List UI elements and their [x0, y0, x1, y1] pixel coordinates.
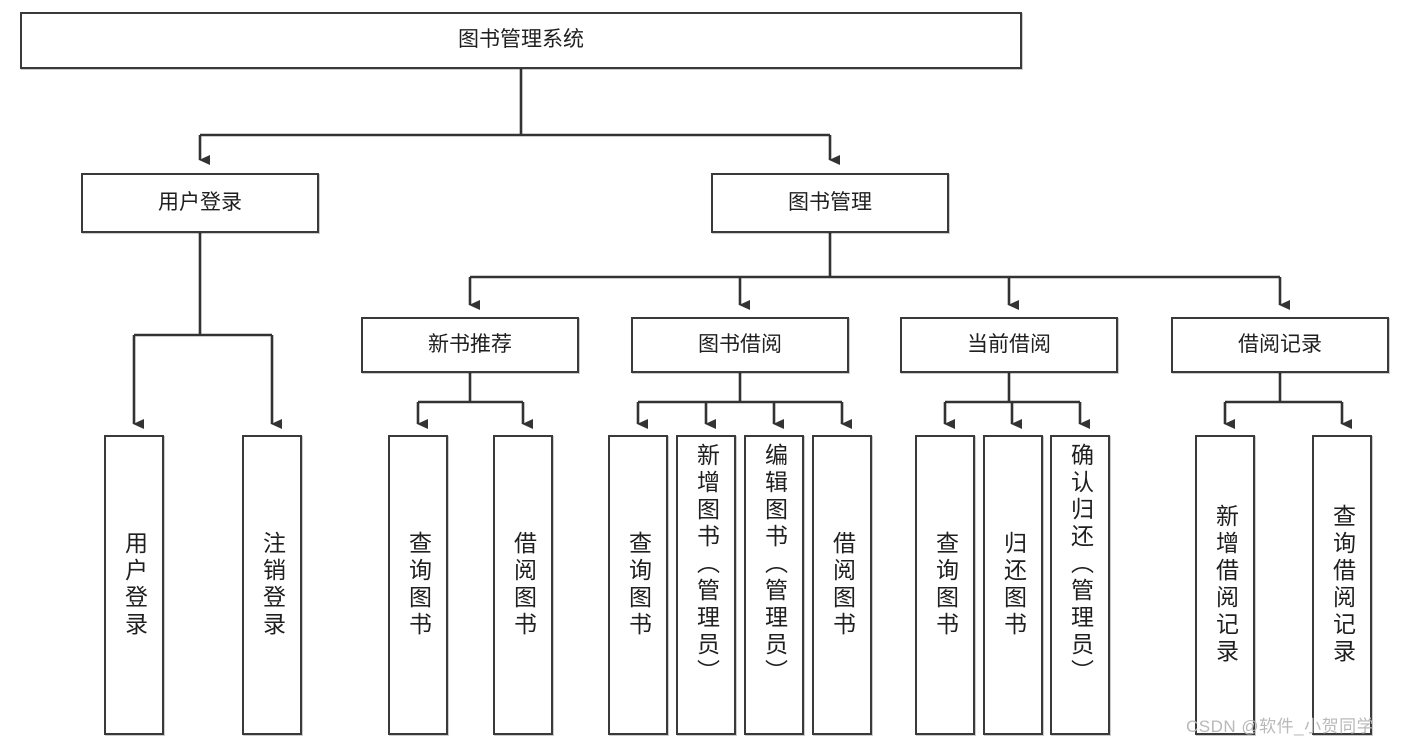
leaf-borrow-book-recommend[interactable]: 借阅图书: [493, 435, 553, 735]
node-label: 借阅图书: [510, 531, 537, 639]
node-label: 用户登录: [121, 531, 148, 639]
node-label: 归还图书: [1000, 531, 1027, 639]
node-book-management[interactable]: 图书管理: [711, 173, 949, 233]
node-label: 用户登录: [158, 190, 242, 214]
node-label: 查询图书: [405, 531, 432, 639]
leaf-borrow-book[interactable]: 借阅图书: [812, 435, 872, 735]
node-label: 查询借阅记录: [1329, 504, 1356, 666]
leaf-query-book-current[interactable]: 查询图书: [915, 435, 975, 735]
node-new-book-recommend[interactable]: 新书推荐: [361, 317, 579, 373]
node-user-login[interactable]: 用户登录: [81, 173, 319, 233]
node-current-borrow[interactable]: 当前借阅: [900, 317, 1118, 373]
node-label: 新增图书（管理员）: [693, 443, 720, 686]
node-root-system[interactable]: 图书管理系统: [20, 12, 1022, 69]
leaf-query-book-recommend[interactable]: 查询图书: [388, 435, 448, 735]
node-label: 图书管理: [788, 190, 872, 214]
node-label: 图书管理系统: [458, 28, 584, 52]
leaf-add-borrow-record[interactable]: 新增借阅记录: [1195, 435, 1255, 735]
leaf-confirm-return-admin[interactable]: 确认归还（管理员）: [1050, 435, 1110, 735]
node-label: 借阅记录: [1238, 332, 1322, 356]
node-label: 借阅图书: [829, 531, 856, 639]
leaf-return-book[interactable]: 归还图书: [983, 435, 1043, 735]
node-label: 注销登录: [259, 531, 286, 639]
node-label: 当前借阅: [967, 332, 1051, 356]
node-label: 编辑图书（管理员）: [761, 443, 788, 686]
node-label: 新增借阅记录: [1212, 504, 1239, 666]
leaf-add-book-admin[interactable]: 新增图书（管理员）: [676, 435, 736, 735]
leaf-logout[interactable]: 注销登录: [242, 435, 302, 735]
node-label: 确认归还（管理员）: [1067, 443, 1094, 686]
leaf-user-login[interactable]: 用户登录: [104, 435, 164, 735]
leaf-query-borrow-record[interactable]: 查询借阅记录: [1312, 435, 1372, 735]
node-label: 查询图书: [932, 531, 959, 639]
leaf-edit-book-admin[interactable]: 编辑图书（管理员）: [744, 435, 804, 735]
node-label: 图书借阅: [698, 332, 782, 356]
node-book-borrow[interactable]: 图书借阅: [631, 317, 849, 373]
leaf-query-book-borrow[interactable]: 查询图书: [608, 435, 668, 735]
node-label: 查询图书: [625, 531, 652, 639]
node-label: 新书推荐: [428, 332, 512, 356]
node-borrow-records[interactable]: 借阅记录: [1171, 317, 1389, 373]
